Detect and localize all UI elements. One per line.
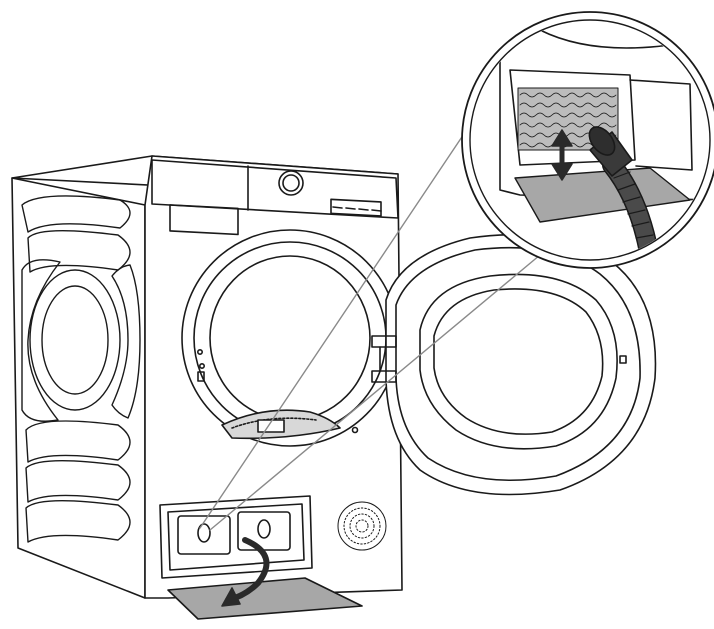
vent-grille (337, 501, 387, 551)
display-panel (330, 198, 382, 217)
control-panel (151, 159, 399, 219)
zoom-callout-icon (199, 11, 714, 531)
condenser-lever-left (177, 515, 231, 555)
up-down-arrow-icon (551, 129, 573, 181)
side-panel-ridges (21, 195, 141, 543)
door-latch (619, 355, 627, 364)
door-glass (419, 273, 618, 450)
control-buttons (332, 206, 382, 212)
detergent-drawer (169, 204, 239, 236)
program-knob (278, 170, 304, 196)
rotate-arrow-icon (221, 537, 270, 607)
open-door-icon (371, 233, 657, 496)
door-sensor-top (197, 348, 204, 355)
lint-filter (221, 409, 341, 440)
door-hinge-bottom (371, 370, 397, 383)
door-latch-slot (197, 371, 205, 382)
door-hinge-top (371, 335, 397, 348)
condenser-compartment (159, 495, 313, 579)
door-sensor-bottom (199, 362, 206, 369)
